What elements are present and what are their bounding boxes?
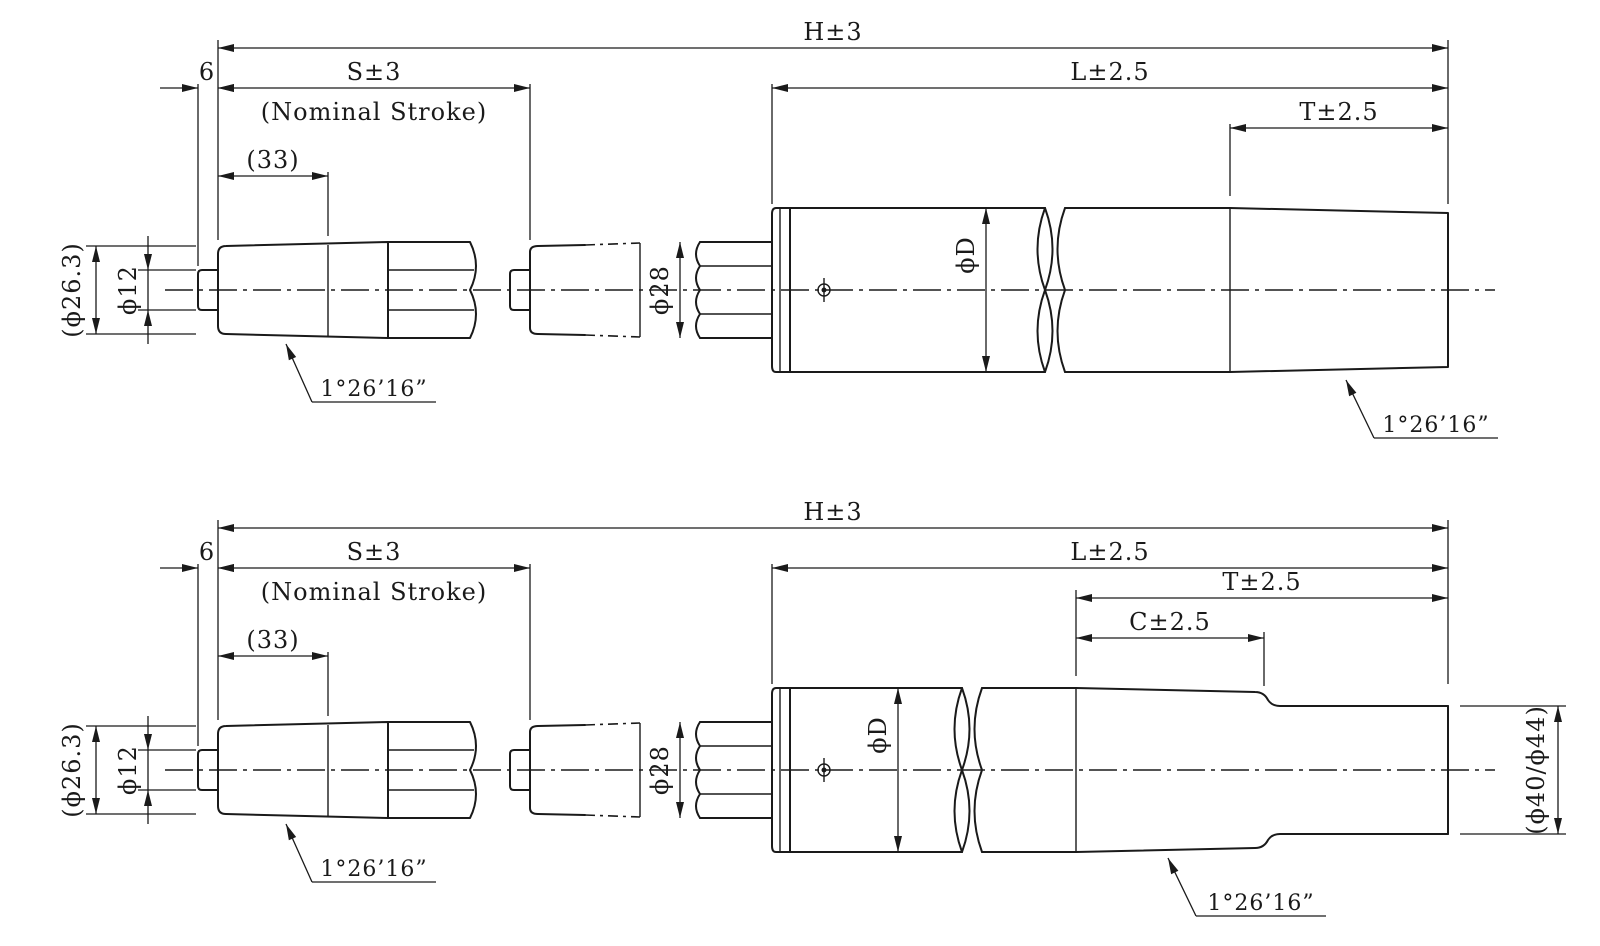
bottom-body-length-label: L±2.5	[1070, 538, 1149, 566]
bottom-dim-end-dia: (ϕ40/ϕ44)	[1522, 705, 1562, 835]
top-dim-rod-dia: ϕ12	[114, 236, 152, 344]
bottom-dim-step-length: C±2.5	[1076, 608, 1264, 642]
bottom-step-length-label: C±2.5	[1129, 608, 1211, 636]
top-taper-length-label: T±2.5	[1299, 98, 1378, 126]
top-view: H±3 6 S±3 (Nominal Stroke) (33) L±2.5	[58, 18, 1498, 439]
bottom-dim-body-length: L±2.5	[772, 538, 1448, 572]
top-dim-taper-length: T±2.5	[1230, 98, 1448, 132]
top-outer-dia-label: (ϕ26.3)	[58, 242, 86, 338]
bottom-dim-rod-dia: ϕ12	[114, 716, 152, 824]
top-taper-leader-rod: 1°26’16”	[282, 342, 436, 403]
bottom-dim-body-dia: ϕD	[864, 688, 902, 852]
top-dim-outer-dia: (ϕ26.3)	[58, 242, 100, 338]
top-taper-angle-rod: 1°26’16”	[320, 377, 427, 402]
top-dim-offset: 6	[160, 58, 234, 92]
bottom-view-geometry	[164, 687, 1496, 853]
bottom-dim-overall: H±3	[218, 498, 1448, 532]
bottom-view: H±3 6 S±3 (Nominal Stroke) (33) L±2.5	[58, 498, 1566, 917]
bottom-stroke-note: (Nominal Stroke)	[261, 578, 487, 606]
top-dim-rod-tip: (33)	[218, 146, 328, 180]
top-mid-dia-label: ϕ28	[646, 265, 674, 315]
top-extension-lines	[86, 40, 1449, 335]
bottom-rod-dia-label: ϕ12	[114, 745, 142, 795]
top-dim-overall: H±3	[218, 18, 1448, 52]
bottom-dim-rod-tip: (33)	[218, 626, 328, 660]
bottom-taper-leader-rod: 1°26’16”	[282, 822, 436, 883]
bottom-mid-dia-label: ϕ28	[646, 745, 674, 795]
bottom-end-dia-label: (ϕ40/ϕ44)	[1522, 705, 1550, 835]
top-overall-label: H±3	[803, 18, 862, 46]
top-offset-label: 6	[199, 58, 215, 86]
bottom-dim-stroke: S±3 (Nominal Stroke)	[218, 538, 530, 606]
top-stroke-note: (Nominal Stroke)	[261, 98, 487, 126]
bottom-taper-angle-rod: 1°26’16”	[320, 857, 427, 882]
bottom-rod-tip-label: (33)	[246, 626, 299, 654]
top-rod-tip-label: (33)	[246, 146, 299, 174]
bottom-dim-mid-dia: ϕ28	[646, 722, 684, 818]
top-taper-angle-body: 1°26’16”	[1382, 413, 1489, 438]
bottom-dim-outer-dia: (ϕ26.3)	[58, 722, 100, 818]
top-body-length-label: L±2.5	[1070, 58, 1149, 86]
bottom-outer-dia-label: (ϕ26.3)	[58, 722, 86, 818]
top-body	[789, 207, 1449, 373]
bottom-body	[789, 687, 1449, 853]
bottom-taper-angle-body: 1°26’16”	[1207, 891, 1314, 916]
bottom-taper-length-label: T±2.5	[1222, 568, 1301, 596]
top-taper-leader-body: 1°26’16”	[1342, 378, 1498, 439]
top-body-dia-label: ϕD	[952, 236, 980, 274]
top-rod-dia-label: ϕ12	[114, 265, 142, 315]
bottom-dim-taper-length: T±2.5	[1076, 568, 1448, 602]
top-dim-body-dia: ϕD	[952, 208, 990, 372]
top-dim-mid-dia: ϕ28	[646, 242, 684, 338]
bottom-body-dia-label: ϕD	[864, 716, 892, 754]
bottom-overall-label: H±3	[803, 498, 862, 526]
top-view-geometry	[164, 207, 1496, 373]
top-stroke-label: S±3	[347, 58, 402, 86]
bottom-taper-leader-body: 1°26’16”	[1164, 856, 1326, 917]
bottom-stroke-label: S±3	[347, 538, 402, 566]
bottom-dim-offset: 6	[160, 538, 234, 572]
bottom-offset-label: 6	[199, 538, 215, 566]
top-dim-body-length: L±2.5	[772, 58, 1448, 92]
bottom-extension-lines	[86, 520, 1566, 835]
top-dim-stroke: S±3 (Nominal Stroke)	[218, 58, 530, 126]
